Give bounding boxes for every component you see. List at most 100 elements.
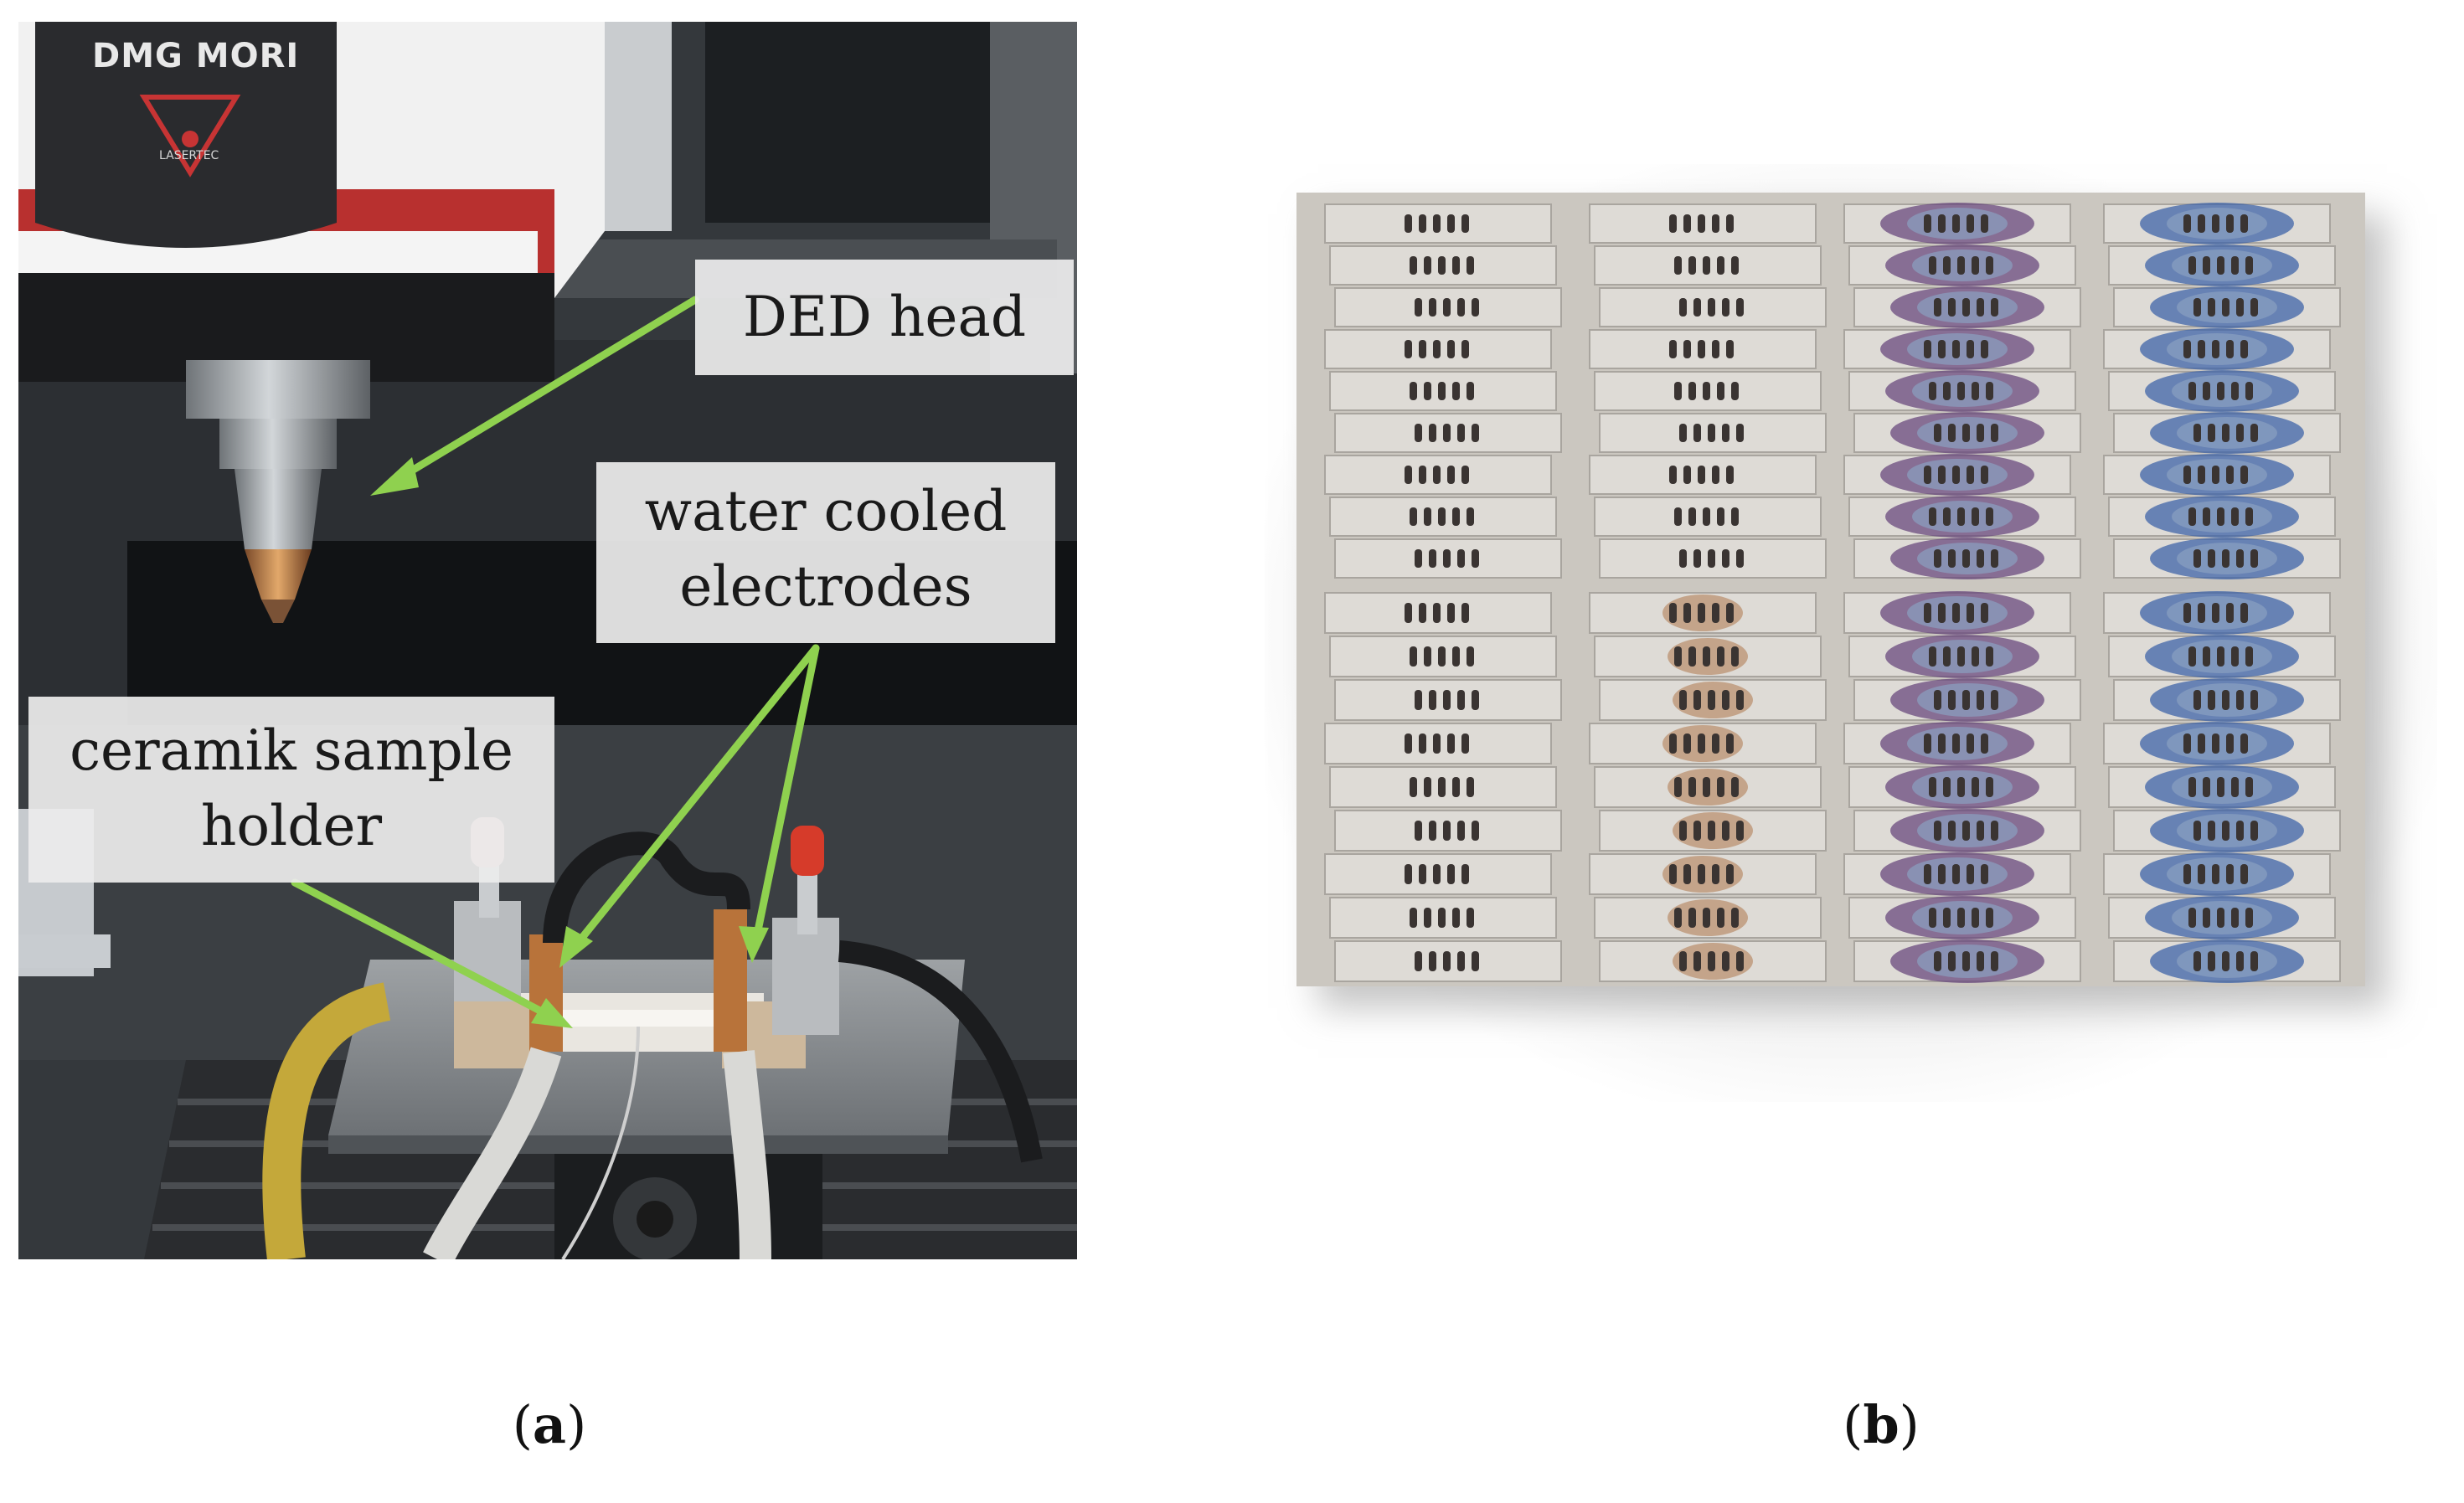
weld-spot: [1410, 256, 1417, 275]
weld-spot: [2212, 733, 2219, 754]
weld-spot: [1405, 733, 1412, 754]
weld-spot: [1972, 777, 1979, 797]
weld-spot: [2203, 646, 2210, 667]
weld-spot: [2208, 690, 2215, 710]
weld-spot: [1683, 214, 1691, 233]
weld-spot: [1669, 214, 1677, 233]
weld-spot: [1415, 821, 1422, 841]
weld-spot: [1967, 864, 1974, 884]
weld-spot: [1962, 690, 1970, 710]
weld-spot: [1943, 256, 1951, 275]
weld-spot: [2226, 466, 2234, 484]
weld-spot: [2203, 777, 2210, 797]
weld-spot: [1457, 424, 1465, 442]
weld-spot: [1943, 777, 1951, 797]
weld-spot: [1457, 298, 1465, 317]
weld-spot: [2208, 298, 2215, 317]
weld-spot: [2193, 690, 2201, 710]
weld-spot: [1467, 507, 1474, 526]
metal-strip: [1324, 329, 1552, 369]
weld-spot: [2231, 908, 2239, 928]
weld-spot: [1443, 821, 1451, 841]
weld-spot: [1977, 951, 1984, 971]
weld-spot: [2226, 864, 2234, 884]
weld-spot: [1736, 549, 1744, 568]
weld-spot: [2236, 821, 2244, 841]
weld-spot: [1981, 214, 1988, 233]
weld-spot: [1424, 256, 1431, 275]
weld-spot: [1972, 507, 1979, 526]
weld-spot: [1688, 777, 1696, 797]
caption-b-letter: b: [1863, 1394, 1900, 1455]
weld-spot: [1669, 466, 1677, 484]
weld-spot: [1943, 908, 1951, 928]
weld-spot: [2217, 908, 2224, 928]
weld-spot: [2245, 777, 2253, 797]
weld-spot: [2198, 603, 2205, 623]
weld-spot: [2188, 507, 2196, 526]
weld-spot: [2226, 214, 2234, 233]
weld-spot: [1419, 864, 1426, 884]
weld-spot: [1924, 733, 1931, 754]
caption-b-close: ): [1899, 1394, 1920, 1455]
weld-spot: [1452, 382, 1460, 400]
weld-spot: [1452, 777, 1460, 797]
weld-spot: [1967, 466, 1974, 484]
weld-spot: [2236, 690, 2244, 710]
weld-spot: [1962, 298, 1970, 317]
weld-spot: [1934, 821, 1941, 841]
weld-spot: [1405, 466, 1412, 484]
weld-spot: [2222, 690, 2229, 710]
weld-spot: [1679, 821, 1687, 841]
weld-spot: [1683, 466, 1691, 484]
weld-spot: [1698, 864, 1705, 884]
weld-spot: [1986, 777, 1993, 797]
weld-spot: [2217, 382, 2224, 400]
weld-spot: [1472, 424, 1479, 442]
weld-spot: [1683, 733, 1691, 754]
weld-spot: [1433, 466, 1441, 484]
weld-spot: [2231, 777, 2239, 797]
caption-b: (b): [1797, 1392, 1965, 1459]
weld-spot: [2240, 603, 2248, 623]
weld-spot: [1688, 382, 1696, 400]
weld-spot: [2212, 864, 2219, 884]
weld-spot: [1688, 256, 1696, 275]
machine-brand-text: DMG MORI: [92, 37, 300, 75]
weld-spot: [1669, 733, 1677, 754]
weld-spot: [2222, 298, 2229, 317]
weld-spot: [2222, 549, 2229, 568]
weld-spot: [2222, 424, 2229, 442]
weld-spot: [1712, 864, 1719, 884]
weld-spot: [2222, 951, 2229, 971]
weld-spot: [1731, 507, 1739, 526]
weld-spot: [2198, 864, 2205, 884]
weld-spot: [1924, 466, 1931, 484]
weld-spot: [1962, 821, 1970, 841]
weld-spot: [1929, 507, 1936, 526]
weld-spot: [1938, 864, 1946, 884]
weld-spot: [1674, 646, 1682, 667]
weld-spot: [1703, 256, 1710, 275]
weld-spot: [1929, 908, 1936, 928]
weld-spot: [1948, 821, 1956, 841]
weld-spot: [1447, 466, 1455, 484]
weld-spot: [1703, 908, 1710, 928]
weld-spot: [1938, 466, 1946, 484]
weld-spot: [1443, 549, 1451, 568]
weld-spot: [1698, 603, 1705, 623]
weld-spot: [1934, 549, 1941, 568]
weld-spot: [1731, 908, 1739, 928]
weld-spot: [1674, 777, 1682, 797]
weld-spot: [1472, 821, 1479, 841]
weld-spot: [1674, 256, 1682, 275]
weld-spot: [1467, 908, 1474, 928]
weld-spot: [1986, 256, 1993, 275]
weld-spot: [1669, 340, 1677, 358]
weld-spot: [1433, 214, 1441, 233]
weld-spot: [1726, 864, 1734, 884]
weld-spot: [2208, 424, 2215, 442]
metal-strip: [1324, 592, 1552, 634]
weld-spot: [1708, 549, 1715, 568]
weld-spot: [1410, 777, 1417, 797]
